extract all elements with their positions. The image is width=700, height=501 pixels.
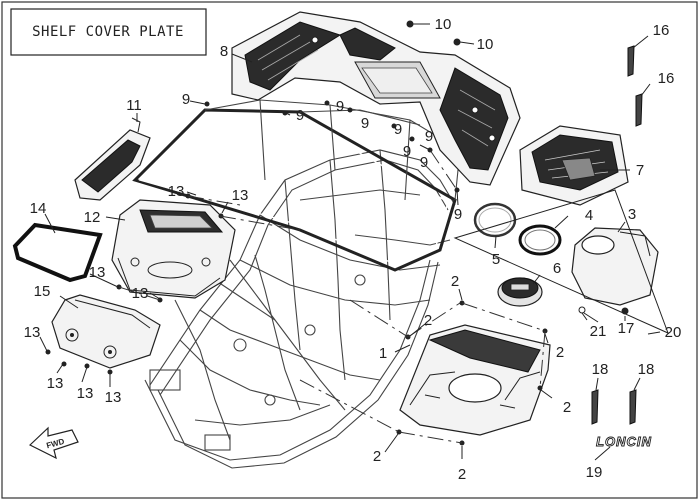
callout-9-c: 9	[336, 98, 344, 115]
reference-lines	[118, 149, 546, 444]
callout-21: 21	[590, 323, 607, 340]
fasteners	[45, 20, 548, 446]
callout-20: 20	[665, 324, 682, 341]
callout-2-b: 2	[424, 312, 432, 329]
callout-13-f: 13	[47, 375, 64, 392]
part-12-housing	[111, 199, 236, 299]
part-7-side-pad	[519, 125, 629, 206]
callout-7: 7	[636, 162, 644, 179]
chassis-frame	[144, 149, 456, 469]
callout-9-f: 9	[403, 143, 411, 160]
callout-1: 1	[379, 345, 387, 362]
callout-9-a: 9	[182, 91, 190, 108]
callout-13-h: 13	[105, 389, 122, 406]
group-bracket-20	[453, 189, 669, 334]
callout-11: 11	[126, 97, 142, 114]
callout-13-g: 13	[77, 385, 94, 402]
part-6-cap	[497, 277, 543, 307]
callout-13-b: 13	[232, 187, 249, 204]
part-4-lock-ring	[518, 224, 562, 256]
part-16-strip-upper	[627, 45, 635, 77]
leader-lines	[39, 23, 661, 461]
part-21-screw	[578, 306, 588, 321]
callout-2-f: 2	[458, 466, 466, 483]
part-8-rack-cover	[231, 11, 521, 186]
callout-14: 14	[30, 200, 47, 217]
callout-9-h: 9	[420, 154, 428, 171]
callout-3: 3	[628, 206, 636, 223]
forward-arrow-icon: FWD	[28, 426, 79, 460]
callout-13-c: 13	[89, 264, 106, 281]
callout-15: 15	[34, 283, 51, 300]
decal-logo-text: LONCIN	[596, 434, 652, 449]
callout-13-d: 13	[132, 285, 149, 302]
callout-2-d: 2	[563, 399, 571, 416]
part-16-strip-lower	[635, 93, 643, 127]
title-box: SHELF COVER PLATE	[10, 8, 207, 56]
part-18-strip-left	[591, 389, 599, 425]
diagram-title: SHELF COVER PLATE	[32, 24, 184, 40]
callout-4: 4	[585, 207, 593, 224]
callout-labels: 8 10 10 16 16 11 9 9 9 9 9 9 9 9 9 7 13 …	[24, 16, 682, 483]
callout-9-d: 9	[361, 115, 369, 132]
callout-9-b: 9	[296, 107, 304, 124]
callout-6: 6	[553, 260, 561, 277]
callout-10-upper: 10	[435, 16, 452, 33]
part-11-side-shield	[74, 117, 151, 201]
callout-5: 5	[492, 251, 500, 268]
callout-17: 17	[618, 320, 635, 337]
part-1-shelf-tray	[399, 324, 551, 436]
part-5-seal-ring	[473, 202, 517, 238]
callout-16-lower: 16	[658, 70, 675, 87]
callout-18-b: 18	[638, 361, 655, 378]
callout-10-lower: 10	[477, 36, 494, 53]
part-15-lower-plate	[51, 294, 161, 369]
callout-9-e: 9	[394, 121, 402, 138]
part-3-reservoir-tank	[571, 227, 659, 306]
callout-2-c: 2	[556, 344, 564, 361]
callout-12: 12	[84, 209, 101, 226]
callout-13-a: 13	[168, 183, 185, 200]
callout-9-i: 9	[454, 206, 462, 223]
callout-18-a: 18	[592, 361, 609, 378]
callout-9-g: 9	[425, 128, 433, 145]
callout-2-e: 2	[373, 448, 381, 465]
callout-2-a: 2	[451, 273, 459, 290]
part-14-gasket	[12, 222, 103, 283]
callout-16-upper: 16	[653, 22, 670, 39]
callout-19: 19	[586, 464, 603, 481]
part-18-strip-right	[629, 389, 637, 425]
callout-8: 8	[220, 43, 228, 60]
callout-13-e: 13	[24, 324, 41, 341]
part-19-logo-decal: LONCIN	[596, 434, 652, 450]
